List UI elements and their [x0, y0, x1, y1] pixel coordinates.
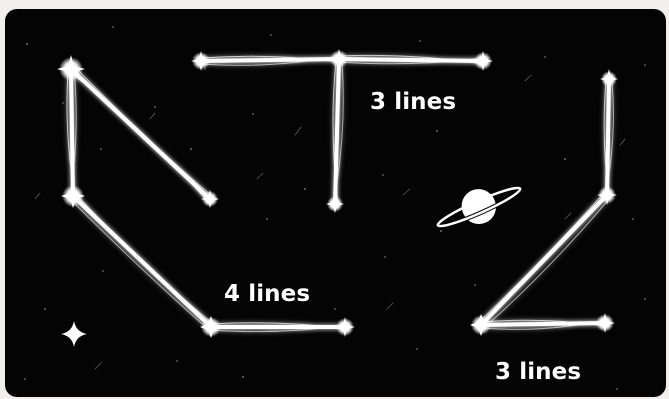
star-node-icon	[473, 51, 493, 71]
left-line-top-diagonal	[71, 69, 210, 199]
star-node-icon	[335, 317, 355, 337]
right-shape-line-count: 3 lines	[495, 361, 581, 384]
star-node-icon	[329, 49, 349, 69]
sparkle-star-icon	[61, 321, 87, 347]
star-node-icon	[326, 195, 344, 213]
right-line-diagonal	[481, 195, 607, 325]
t-shape-line-count: 3 lines	[370, 91, 456, 114]
star-node-icon	[595, 313, 615, 333]
constellation-scene	[5, 9, 666, 397]
constellation-t	[201, 55, 483, 205]
constellation-panel: 3 lines 4 lines 3 lines	[5, 9, 666, 397]
star-node-icon	[191, 51, 211, 71]
star-node-icon	[600, 69, 618, 89]
left-shape-line-count: 4 lines	[224, 283, 310, 306]
planet-icon	[431, 172, 527, 241]
